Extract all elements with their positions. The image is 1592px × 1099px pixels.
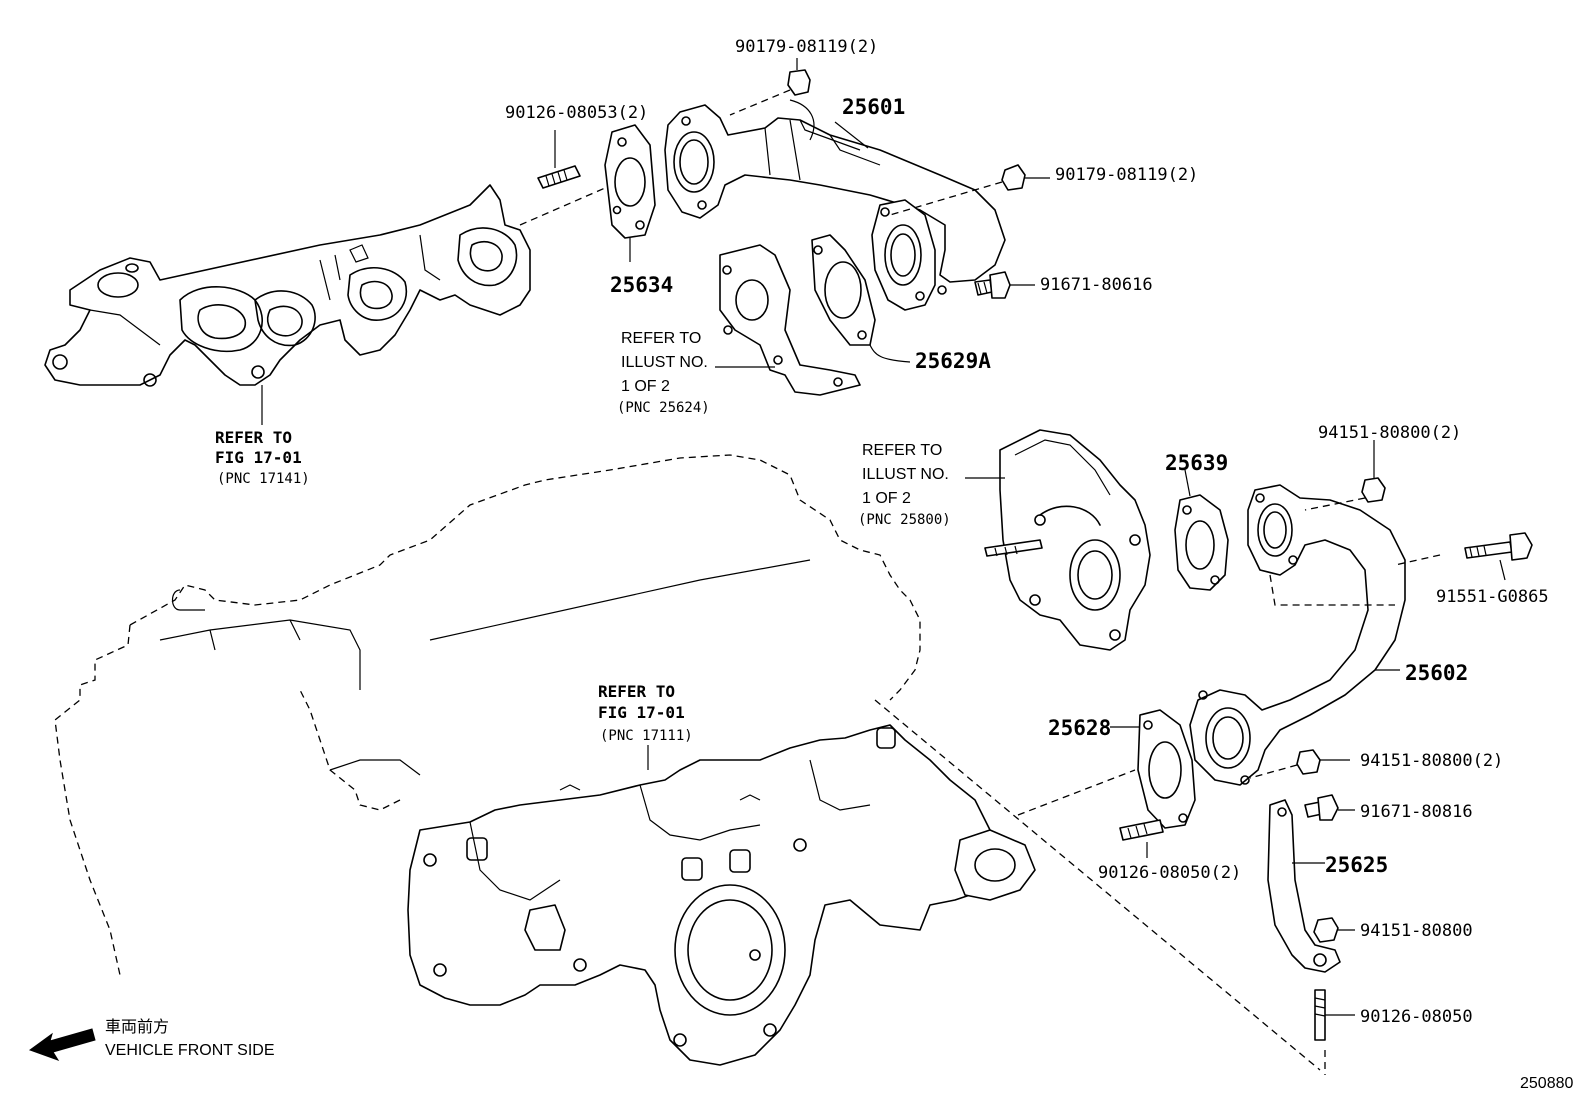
part-label-94151-80800-single: 94151-80800: [1360, 921, 1473, 941]
bolt-91671-80616: [974, 271, 1035, 299]
illustration-number: 250880: [1520, 1075, 1573, 1092]
ref-25800-line1: REFER TO: [862, 442, 942, 459]
nut-90179-08119-right: [1001, 164, 1050, 191]
part-label-25602: 25602: [1405, 661, 1468, 685]
leader-nut-94151-mid: [1249, 764, 1298, 779]
part-label-91671-80616: 91671-80616: [1040, 275, 1153, 295]
ref-25624-line2: ILLUST NO.: [621, 354, 708, 371]
stud-90126-08050-pair: [1119, 819, 1164, 858]
part-label-94151-80800-mid: 94151-80800(2): [1360, 751, 1503, 771]
ref-exhaust-line2: FIG 17-01: [215, 448, 302, 467]
ref-intake-line2: FIG 17-01: [598, 703, 685, 722]
ref-exhaust-line1: REFER TO: [215, 428, 292, 447]
part-label-94151-80800-top: 94151-80800(2): [1318, 423, 1461, 443]
leader-pipe-25602-top: [1269, 574, 1395, 606]
exhaust-manifold: [44, 184, 531, 387]
part-label-90179-08119-top: 90179-08119(2): [735, 37, 878, 57]
ref-25800-line2: ILLUST NO.: [862, 466, 949, 483]
gasket-25628: [1110, 709, 1196, 829]
part-label-25634: 25634: [610, 273, 673, 297]
part-label-91551-g0865: 91551-G0865: [1436, 587, 1549, 607]
ref-25624-line1: REFER TO: [621, 330, 701, 347]
ref-intake-line3: (PNC 17111): [600, 728, 693, 744]
vehicle-front-arrow-icon: [28, 1028, 96, 1061]
intake-manifold: [407, 724, 1036, 1066]
part-label-25601: 25601: [842, 95, 905, 119]
pipe-25601: [664, 99, 1006, 311]
bolt-91671-80816: [1304, 794, 1355, 821]
leader-manifold-gasket: [519, 187, 606, 226]
nut-94151-80800-mid: [1296, 749, 1350, 775]
nut-94151-80800-top: [1361, 440, 1386, 503]
nut-90179-08119-top: [787, 58, 811, 96]
leader-nut-right: [889, 181, 1003, 216]
part-label-90126-08053: 90126-08053(2): [505, 103, 648, 123]
gasket-25634: [604, 124, 656, 262]
part-label-25629a: 25629A: [915, 349, 991, 373]
part-label-25625: 25625: [1325, 853, 1388, 877]
part-label-91671-80816: 91671-80816: [1360, 802, 1473, 822]
part-label-90126-08050: 90126-08050: [1360, 1007, 1473, 1027]
pipe-25602: [1189, 484, 1406, 786]
stud-90126-08050: [1314, 989, 1355, 1041]
direction-label-jp: 車両前方: [105, 1018, 169, 1036]
bracket-25625: [1267, 799, 1341, 973]
part-label-25628: 25628: [1048, 716, 1111, 740]
leader-bolt-91551: [1394, 554, 1441, 566]
engine-block-outline: [54, 454, 921, 976]
ref-25800-line3: 1 OF 2: [862, 490, 911, 507]
part-label-90126-08050-pair: 90126-08050(2): [1098, 863, 1241, 883]
gasket-25639: [1174, 469, 1229, 591]
bolt-91551-g0865: [1464, 532, 1533, 581]
ref-exhaust-line3: (PNC 17141): [217, 471, 310, 487]
egr-valve-25800: [965, 429, 1151, 651]
leader-diagonal-bracket: [874, 699, 1321, 1071]
part-label-90179-08119-right: 90179-08119(2): [1055, 165, 1198, 185]
part-label-25639: 25639: [1165, 451, 1228, 475]
leader-nut-94151-top: [1304, 497, 1366, 511]
leader-intake-gasket: [1017, 769, 1136, 816]
stud-90126-08053: [537, 130, 581, 189]
leader-nut-top: [729, 89, 791, 116]
ref-25624-line3: 1 OF 2: [621, 378, 670, 395]
nut-94151-80800-single: [1313, 917, 1355, 943]
ref-25800-line4: (PNC 25800): [858, 512, 951, 528]
direction-label-en: VEHICLE FRONT SIDE: [105, 1042, 275, 1059]
ref-intake-line1: REFER TO: [598, 682, 675, 701]
bracket-25624: [715, 244, 861, 396]
ref-25624-line4: (PNC 25624): [617, 400, 710, 416]
gasket-25629a: [811, 234, 911, 363]
